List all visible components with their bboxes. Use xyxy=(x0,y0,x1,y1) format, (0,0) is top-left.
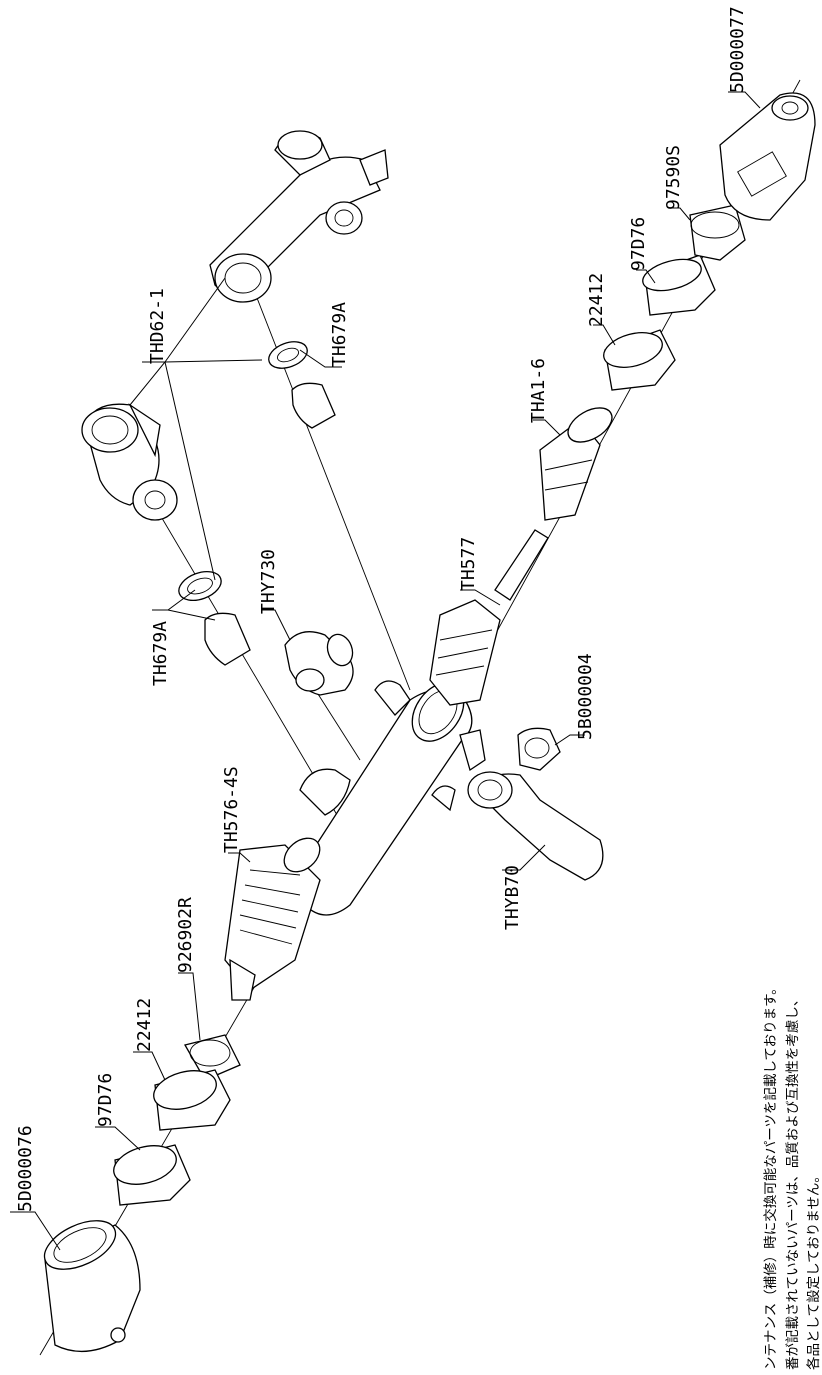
left-cap xyxy=(43,1220,141,1353)
note-line-1: ンテナンス（補修）時に交換可能なパーツを記載しております。 xyxy=(762,981,779,1370)
label-TH576-4S: TH576-4S xyxy=(221,766,242,853)
elbow-fitting xyxy=(284,631,354,696)
label-5B000004: 5B000004 xyxy=(575,653,596,740)
label-926902R: 926902R xyxy=(175,897,196,973)
label-22412-left: 22412 xyxy=(134,998,155,1052)
right-cap xyxy=(719,92,816,221)
label-TH679A-left: TH679A xyxy=(150,621,171,686)
note-line-3: 各品として設定しておりません。 xyxy=(806,1169,822,1370)
label-97590S: 97590S xyxy=(663,145,684,210)
label-97D76-right: 97D76 xyxy=(628,217,649,271)
left-cartridge xyxy=(224,837,321,1001)
mixer-body xyxy=(295,680,486,916)
label-THD62-1: THD62-1 xyxy=(147,288,168,364)
bracket xyxy=(209,130,389,303)
right-hardware xyxy=(429,204,746,706)
label-THA1-6: THA1-6 xyxy=(528,358,549,423)
note-line-2: 番が記載されていないパーツは、品質および互換性を考慮し、 xyxy=(784,993,801,1370)
label-97D76-left: 97D76 xyxy=(95,1073,116,1127)
upper-union-elbow xyxy=(81,403,178,521)
label-THYB70: THYB70 xyxy=(502,865,523,930)
label-5D000077: 5D000077 xyxy=(727,6,748,93)
left-hardware xyxy=(113,1034,241,1206)
leader-lines xyxy=(10,91,761,1251)
footnotes: ンテナンス（補修）時に交換可能なパーツを記載しております。 番が記載されていない… xyxy=(762,981,822,1370)
part-labels: 5D000076 97D76 22412 926902R TH576-4S TH… xyxy=(15,6,748,1212)
label-TH679A-right: TH679A xyxy=(329,302,350,367)
lever-handle xyxy=(467,771,604,881)
stop-valve xyxy=(517,727,561,771)
label-TH577: TH577 xyxy=(458,537,479,591)
label-5D000076: 5D000076 xyxy=(15,1125,36,1212)
union-washers xyxy=(178,341,336,666)
label-22412-right: 22412 xyxy=(586,273,607,327)
label-THY730: THY730 xyxy=(258,549,279,614)
